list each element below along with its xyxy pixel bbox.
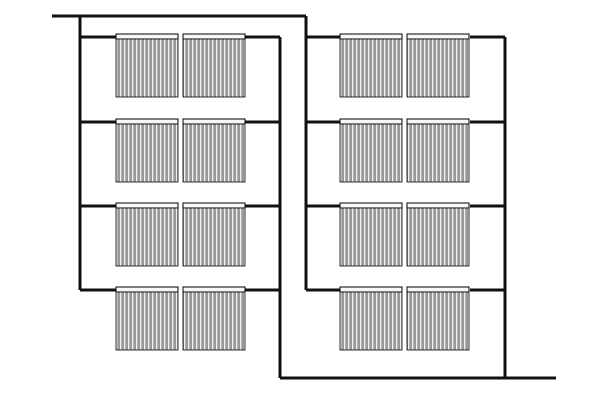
collector-header xyxy=(182,286,246,293)
tube-collector-icon xyxy=(406,286,470,351)
tube-collector-icon xyxy=(406,118,470,183)
collector-tubes xyxy=(339,123,403,183)
right-bank xyxy=(304,16,507,378)
collector-header xyxy=(339,202,403,209)
left-bank xyxy=(52,14,306,378)
tube-collector-icon xyxy=(182,202,246,267)
collector-tubes xyxy=(115,123,179,183)
collector-header xyxy=(406,202,470,209)
tube-collector-icon xyxy=(339,33,403,98)
collector-header xyxy=(115,118,179,125)
collector-header xyxy=(339,33,403,40)
tube-collector-icon xyxy=(182,33,246,98)
tube-collector-icon xyxy=(182,286,246,351)
collector-tubes xyxy=(339,38,403,98)
tube-collector-icon xyxy=(339,286,403,351)
collector-tubes xyxy=(406,291,470,351)
collector-header xyxy=(339,286,403,293)
collector-header xyxy=(182,33,246,40)
collector-header xyxy=(182,202,246,209)
tube-collector-icon xyxy=(339,202,403,267)
collector-panels xyxy=(115,33,470,351)
tube-collector-icon xyxy=(115,286,179,351)
collector-tubes xyxy=(115,207,179,267)
collector-header xyxy=(115,286,179,293)
collector-header xyxy=(182,118,246,125)
tube-collector-icon xyxy=(406,33,470,98)
tube-collector-icon xyxy=(339,118,403,183)
tube-collector-icon xyxy=(406,202,470,267)
collector-tubes xyxy=(182,38,246,98)
tube-collector-icon xyxy=(115,33,179,98)
collector-tubes xyxy=(339,291,403,351)
collector-header xyxy=(115,202,179,209)
collector-header xyxy=(406,286,470,293)
tube-collector-icon xyxy=(115,118,179,183)
collector-tubes xyxy=(406,38,470,98)
collector-header xyxy=(406,33,470,40)
tube-collector-icon xyxy=(182,118,246,183)
collector-tubes xyxy=(115,38,179,98)
collector-header xyxy=(339,118,403,125)
collector-tubes xyxy=(115,291,179,351)
collector-tubes xyxy=(406,207,470,267)
collector-tubes xyxy=(339,207,403,267)
collector-header xyxy=(406,118,470,125)
tube-collector-icon xyxy=(115,202,179,267)
collector-tubes xyxy=(182,291,246,351)
collector-tubes xyxy=(182,123,246,183)
collector-tubes xyxy=(406,123,470,183)
collector-tubes xyxy=(182,207,246,267)
collector-header xyxy=(115,33,179,40)
